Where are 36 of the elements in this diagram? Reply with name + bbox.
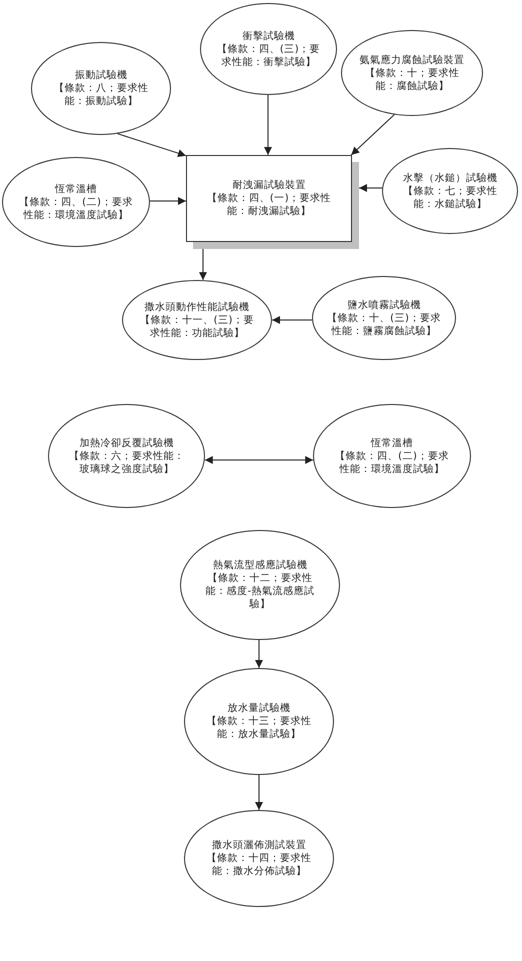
clause-text: 【條款：八；要求性能：振動試驗】 (53, 82, 149, 108)
clause-text: 【條款：十；要求性能：腐蝕試驗】 (364, 66, 460, 92)
clause-text: 【條款：十一、(三)；要求性能：功能試驗】 (139, 314, 255, 340)
equipment-name: 鹽水噴霧試驗機 (347, 298, 421, 312)
equipment-name: 放水量試驗機 (228, 702, 290, 715)
equipment-name: 加熱冷卻反覆試驗機 (79, 436, 174, 450)
equipment-name: 振動試驗機 (74, 69, 128, 82)
clause-text: 【條款：十、(三)；要求性能：鹽霧腐蝕試驗】 (326, 312, 442, 338)
arrow (150, 197, 186, 205)
equipment-name: 氨氣應力腐蝕試驗裝置 (360, 54, 464, 66)
equipment-name: 耐洩漏試驗裝置 (232, 179, 306, 192)
clause-text: 【條款：七；要求性能：水鎚試驗】 (402, 184, 498, 210)
clause-text: 【條款：四、(二)；要求性能：環境溫度試驗】 (334, 450, 450, 476)
clause-text: 【條款：四、(一)；要求性能：耐洩漏試驗】 (206, 192, 332, 218)
clause-text: 【條款：十四；要求性能：撒水分佈試驗】 (206, 852, 312, 878)
clause-text: 【條款：四、(二)；要求性能：環境溫度試驗】 (18, 196, 134, 222)
clause-text: 【條款：四、(三)；要求性能：衝擊試驗】 (216, 42, 322, 68)
equipment-name: 衝擊試驗機 (242, 30, 295, 42)
equipment-name: 恆常溫槽 (55, 182, 97, 196)
arrow (117, 133, 186, 158)
arrow (255, 774, 263, 810)
equipment-name: 恆常溫槽 (371, 436, 413, 450)
arrow (358, 184, 383, 192)
arrow (264, 94, 272, 156)
equipment-name: 撒水頭灑佈測試裝置 (212, 839, 306, 852)
arrow (255, 640, 263, 668)
double-arrow (204, 456, 314, 464)
equipment-name: 撒水頭動作性能試驗機 (144, 300, 250, 314)
arrow (272, 316, 313, 324)
equipment-name: 熱氣流型感應試驗機 (212, 559, 308, 572)
clause-text: 【條款：六；要求性能：玻璃球之強度試驗】 (68, 450, 184, 476)
clause-text: 【條款：十二；要求性能：感度-熱氣流感應試驗】 (204, 572, 316, 611)
arrow (199, 248, 207, 281)
equipment-name: 水擊（水鎚）試驗機 (402, 172, 498, 184)
clause-text: 【條款：十三；要求性能：放水量試驗】 (206, 715, 312, 741)
arrow (350, 114, 395, 156)
